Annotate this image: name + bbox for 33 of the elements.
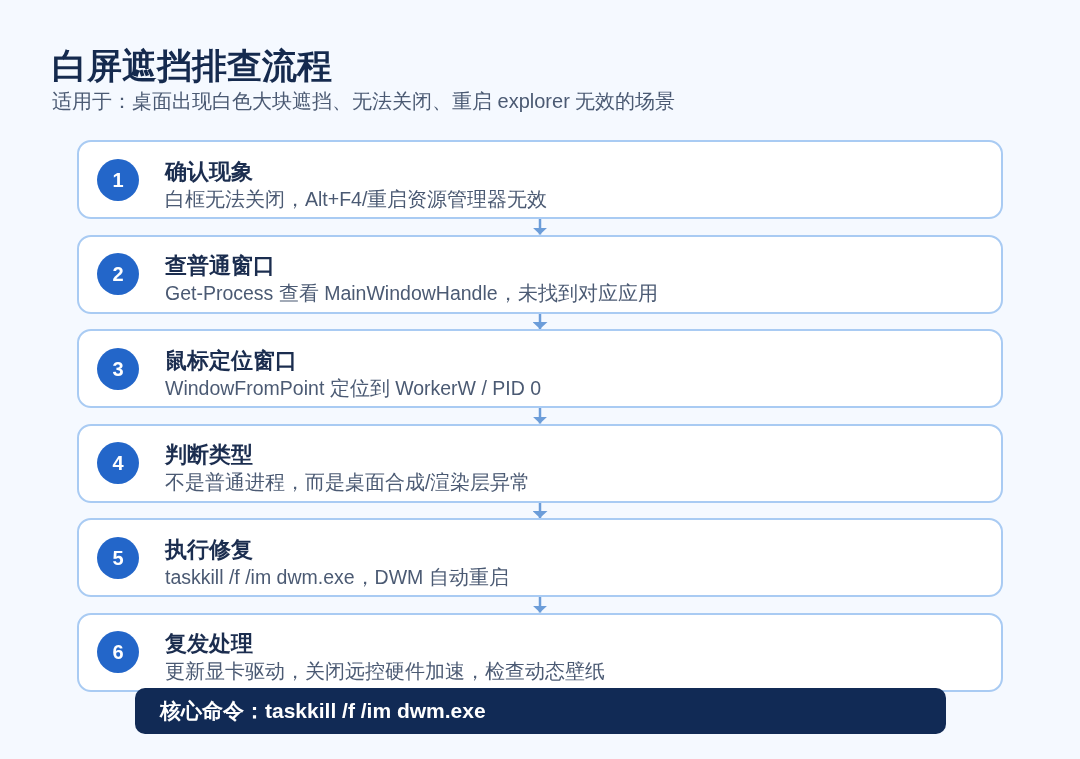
- step-number: 4: [97, 442, 139, 484]
- arrow: [532, 408, 548, 424]
- step-box: [77, 234, 1003, 314]
- step-number: 2: [97, 253, 139, 295]
- title: 白屏遮挡排查流程: [52, 45, 332, 87]
- arrow: [532, 313, 548, 329]
- step-description: Get-Process 查看 MainWindowHandle，未找到对应应用: [165, 282, 658, 306]
- step-description: 更新显卡驱动，关闭远控硬件加速，检查动态壁纸: [165, 660, 605, 684]
- step-box: [77, 612, 1003, 692]
- step-number: 3: [97, 347, 139, 390]
- arrow: [532, 219, 548, 235]
- command-text: 核心命令：taskkill /f /im dwm.exe: [160, 698, 486, 724]
- step-number: 5: [97, 536, 139, 579]
- arrow: [532, 502, 548, 518]
- step-title: 查普通窗口: [165, 253, 275, 280]
- step-description: WindowFromPoint 定位到 WorkerW / PID 0: [165, 376, 542, 400]
- step-number: 1: [97, 158, 139, 201]
- step-description: 白框无法关闭，Alt+F4/重启资源管理器无效: [165, 187, 548, 211]
- step-title: 鼠标定位窗口: [165, 347, 297, 374]
- step-title: 判断类型: [165, 442, 253, 469]
- step-title: 确认现象: [165, 158, 253, 185]
- step-title: 复发处理: [165, 631, 253, 658]
- step-description: 不是普通进程，而是桌面合成/渲染层异常: [165, 471, 531, 495]
- step-box: [77, 329, 1003, 408]
- command-banner: [135, 688, 946, 734]
- step-box: [77, 140, 1003, 219]
- step-box: [77, 518, 1003, 597]
- step-number: 6: [97, 631, 139, 673]
- subtitle: 适用于：桌面出现白色大块遮挡、无法关闭、重启 explorer 无效的场景: [52, 89, 676, 113]
- step-description: taskkill /f /im dwm.exe，DWM 自动重启: [165, 565, 509, 589]
- arrow: [532, 597, 548, 613]
- step-title: 执行修复: [165, 536, 253, 563]
- step-box: [77, 423, 1003, 503]
